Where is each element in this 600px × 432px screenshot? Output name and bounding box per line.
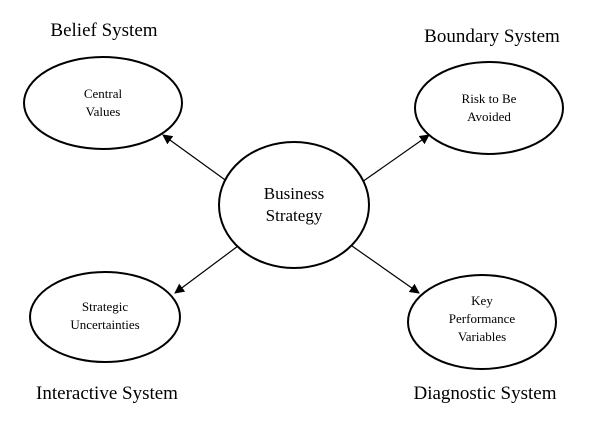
key-performance-variables-line-1: Key bbox=[471, 293, 493, 308]
boundary-system-title: Boundary System bbox=[424, 26, 560, 47]
key-performance-variables-line-3: Variables bbox=[458, 329, 506, 344]
business-strategy-line-2: Strategy bbox=[266, 206, 323, 225]
interactive-system-title: Interactive System bbox=[36, 383, 178, 404]
arrow-to-boundary-system bbox=[361, 134, 430, 183]
arrow-to-interactive-system bbox=[174, 245, 239, 294]
key-performance-variables-line-2: Performance bbox=[449, 311, 516, 326]
risk-to-be-avoided-line-2: Avoided bbox=[467, 109, 511, 124]
diagnostic-system-title: Diagnostic System bbox=[413, 383, 556, 404]
strategic-uncertainties-node: Strategic Uncertainties bbox=[29, 271, 181, 363]
risk-to-be-avoided-node: Risk to Be Avoided bbox=[414, 61, 564, 155]
central-values-line-2: Values bbox=[86, 104, 121, 119]
central-values-node: Central Values bbox=[23, 56, 183, 150]
business-strategy-node: Business Strategy bbox=[218, 141, 370, 269]
strategic-uncertainties-line-1: Strategic bbox=[82, 299, 128, 314]
central-values-line-1: Central bbox=[84, 86, 123, 101]
risk-to-be-avoided-line-1: Risk to Be bbox=[462, 91, 517, 106]
business-strategy-line-1: Business bbox=[264, 184, 324, 203]
arrow-to-diagnostic-system bbox=[351, 245, 420, 294]
key-performance-variables-node: Key Performance Variables bbox=[407, 274, 557, 370]
arrow-to-belief-system bbox=[162, 134, 229, 183]
belief-system-title: Belief System bbox=[50, 20, 157, 41]
strategic-uncertainties-line-2: Uncertainties bbox=[70, 317, 139, 332]
